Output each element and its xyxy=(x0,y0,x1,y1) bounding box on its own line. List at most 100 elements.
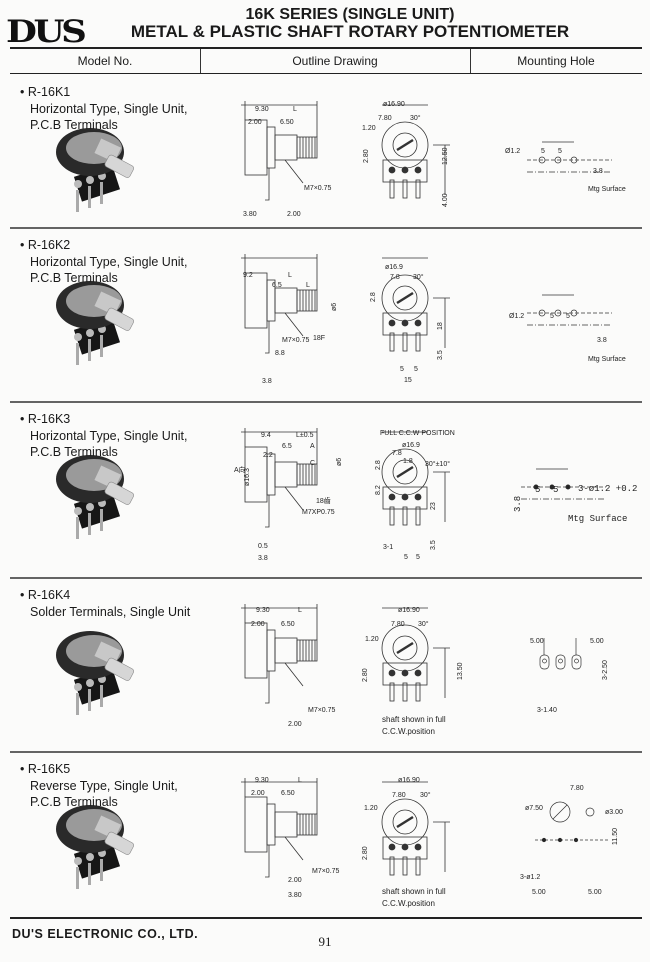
front-view-dimension-label: 5 xyxy=(400,366,404,373)
model-number: • R-16K1 xyxy=(20,85,71,99)
mounting-dimension-label: 3.8 xyxy=(593,168,603,175)
front-view-drawing xyxy=(381,781,450,876)
side-view-drawing xyxy=(241,254,318,354)
side-view-dimension-label: ø16.3 xyxy=(244,468,251,486)
potentiometer-photo xyxy=(56,281,134,365)
front-view-dimension-label: 23 xyxy=(430,502,437,510)
model-description: Horizontal Type, Single Unit, xyxy=(30,255,188,269)
front-view-dimension-label: 15 xyxy=(404,377,412,384)
mounting-dimension-label: 3.8 xyxy=(597,337,607,344)
potentiometer-photo xyxy=(56,805,134,889)
front-view-drawing xyxy=(381,431,450,526)
side-view-dimension-label: 3.80 xyxy=(243,211,257,218)
side-view-dimension-label: 6.50 xyxy=(281,790,295,797)
side-view-dimension-label: 9.30 xyxy=(256,607,270,614)
front-view-dimension-label: ø16.90 xyxy=(398,777,420,784)
mounting-dimension-label: 3-ø1.2 xyxy=(520,874,541,881)
model-description: Horizontal Type, Single Unit, xyxy=(30,102,188,116)
mounting-dimension-label: Ø1.2 xyxy=(505,148,521,155)
product-row-graphics xyxy=(56,778,610,889)
front-view-dimension-label: 2.80 xyxy=(362,846,369,860)
side-view-dimension-label: 6.50 xyxy=(281,621,295,628)
mounting-dimension-label: 3-2.50 xyxy=(602,660,609,680)
side-view-dimension-label: L±0.5 xyxy=(296,432,314,439)
side-view-dimension-label: 2.00 xyxy=(251,621,265,628)
side-view-dimension-label: 3.8 xyxy=(262,378,272,385)
product-row-graphics xyxy=(56,254,612,365)
mounting-dimension-label: 5 xyxy=(566,313,570,320)
side-view-dimension-label: M7×0.75 xyxy=(312,868,340,875)
drawing-note: shaft shown in full xyxy=(382,887,446,896)
potentiometer-photo xyxy=(56,128,134,212)
side-view-dimension-label: M7×0.75 xyxy=(304,185,332,192)
front-view-drawing xyxy=(381,104,450,199)
mounting-dimension-label: Ø1.2 xyxy=(509,313,525,320)
drawing-note: C.C.W.position xyxy=(382,899,435,908)
front-view-dimension-label: 7.8 xyxy=(390,274,400,281)
model-number: • R-16K5 xyxy=(20,762,71,776)
mounting-dimension-label: 7.80 xyxy=(570,785,584,792)
side-view-dimension-label: 3.80 xyxy=(288,892,302,899)
header-bottom-rule xyxy=(10,73,642,74)
mounting-dimension-label: 5.00 xyxy=(532,889,546,896)
mounting-dimension-label: ø3.00 xyxy=(605,809,623,816)
front-view-dimension-label: 8.2 xyxy=(375,485,382,495)
side-view-dimension-label: 9.30 xyxy=(255,106,269,113)
side-view-drawing xyxy=(241,778,318,878)
footer-rule xyxy=(10,917,642,919)
front-view-dimension-label: 7.80 xyxy=(378,115,392,122)
front-view-dimension-label: 7.80 xyxy=(392,792,406,799)
side-view-dimension-label: 9.4 xyxy=(261,432,271,439)
mounting-dimension-label: Mtg Surface xyxy=(588,356,626,363)
drawing-note: shaft shown in full xyxy=(382,715,446,724)
front-view-dimension-label: 2.8 xyxy=(375,460,382,470)
front-view-dimension-label: 30° xyxy=(418,621,429,628)
front-view-dimension-label: 30° xyxy=(410,115,421,122)
mounting-hole-drawing xyxy=(521,468,606,500)
page-number: 91 xyxy=(318,934,332,949)
mounting-dimension-label: 5 xyxy=(553,485,559,495)
mounting-dimension-label: 11.50 xyxy=(612,828,619,845)
mounting-dimension-label: ø7.50 xyxy=(525,805,543,812)
side-view-dimension-label: A向 xyxy=(234,467,246,474)
side-view-dimension-label: L xyxy=(306,282,310,289)
front-view-dimension-label: ø16.90 xyxy=(398,607,420,614)
mounting-dimension-label: 3-ø1.2 +0.2 xyxy=(578,484,638,494)
side-view-drawing xyxy=(241,604,318,704)
side-view-dimension-label: 6.5 xyxy=(272,282,282,289)
side-view-dimension-label: 0.5 xyxy=(258,543,268,550)
mounting-dimension-label: 3-1.40 xyxy=(537,707,557,714)
mounting-hole-drawing xyxy=(539,638,582,670)
column-header-outline: Outline Drawing xyxy=(292,54,378,68)
model-description: P.C.B Terminals xyxy=(30,445,118,459)
side-view-dimension-label: 2.00 xyxy=(288,877,302,884)
product-row-graphics xyxy=(56,428,606,539)
front-view-dimension-label: 7.8 xyxy=(392,450,402,457)
potentiometer-photo xyxy=(56,455,134,539)
mounting-dimension-label: 5 xyxy=(558,148,562,155)
front-view-dimension-label: 2.80 xyxy=(363,149,370,163)
front-view-dimension-label: 1.20 xyxy=(362,125,376,132)
potentiometer-photo xyxy=(56,631,134,715)
product-row-graphics xyxy=(56,101,612,212)
side-view-dimension-label: M7×0.75 xyxy=(282,337,310,344)
mounting-dimension-label: 5 xyxy=(550,313,554,320)
model-description: P.C.B Terminals xyxy=(30,795,118,809)
side-view-dimension-label: 18F xyxy=(313,335,326,342)
drawing-note: C.C.W.position xyxy=(382,727,435,736)
side-view-dimension-label: 2.00 xyxy=(288,721,302,728)
front-view-dimension-label: 30°±10° xyxy=(425,461,451,468)
mounting-hole-drawing xyxy=(527,294,612,326)
front-view-dimension-label: 1.20 xyxy=(365,636,379,643)
side-view-dimension-label: M7XP0.75 xyxy=(302,509,335,516)
front-view-dimension-label: 12.50 xyxy=(442,147,449,165)
mounting-dimension-label: Mtg Surface xyxy=(588,186,626,193)
front-view-dimension-label: 2.8 xyxy=(370,292,377,302)
front-view-dimension-label: 3.5 xyxy=(437,350,444,360)
front-view-dimension-label: 2.80 xyxy=(362,668,369,682)
side-view-dimension-label: 8.8 xyxy=(275,350,285,357)
side-view-dimension-label: M7×0.75 xyxy=(308,707,336,714)
page-title-product: METAL & PLASTIC SHAFT ROTARY POTENTIOMET… xyxy=(130,22,570,41)
front-view-dimension-label: ø16.9 xyxy=(402,442,420,449)
column-header-model: Model No. xyxy=(77,54,133,68)
